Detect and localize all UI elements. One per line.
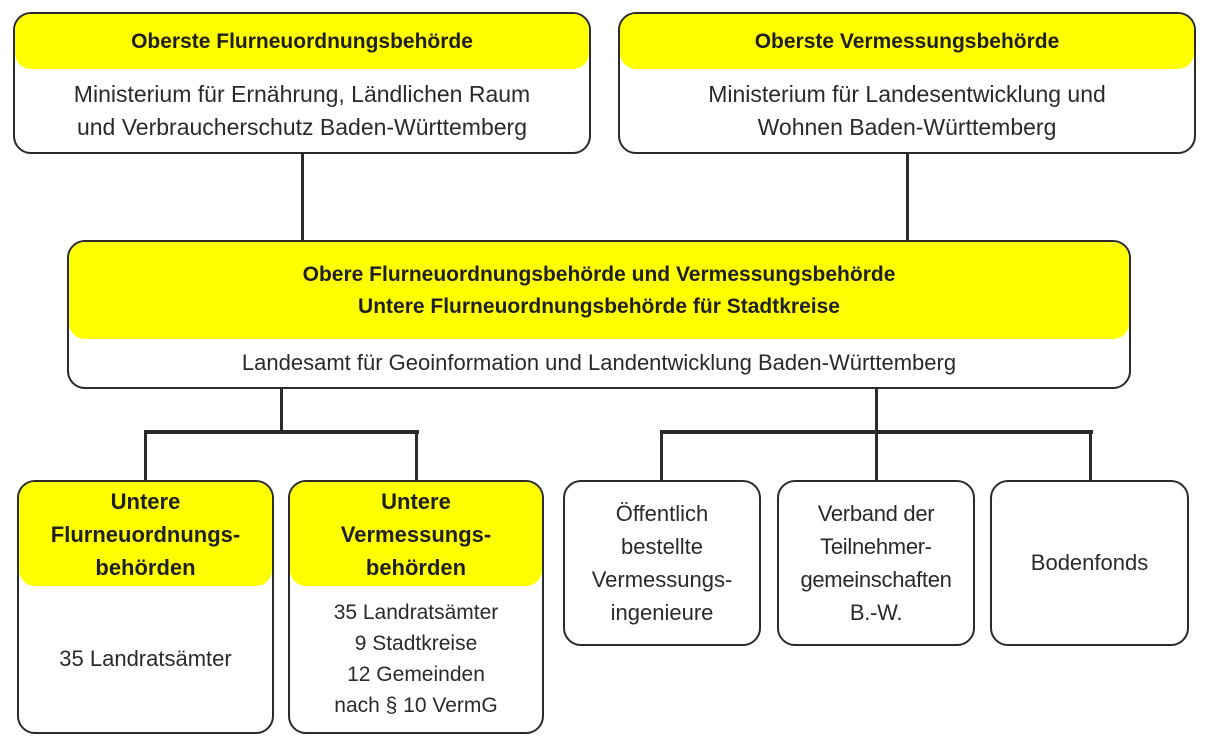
box-body: 35 Landratsämter — [59, 646, 232, 671]
box-label: Bodenfonds — [1030, 550, 1149, 575]
connector-top-right — [906, 153, 909, 241]
box-title: Oberste Flurneuordnungsbehörde — [15, 14, 589, 69]
box-title: Untere Flurneuordnungs- behörden — [19, 482, 272, 586]
connector-middle-left — [280, 388, 283, 433]
connector-to-verband — [875, 430, 878, 481]
connector-middle-right — [875, 388, 878, 433]
box-body: 35 Landratsämter 9 Stadtkreise 12 Gemein… — [333, 601, 499, 717]
box-body: Landesamt für Geoinformation und Landent… — [241, 350, 957, 375]
box-oeffentlich-bestellte-vermessungsingenieure: Öffentlich bestellte Vermessungs- ingeni… — [563, 480, 761, 646]
box-untere-vermessungsbehoerden: Untere Vermessungs- behörden 35 Landrats… — [288, 480, 544, 734]
box-oberste-flurneuordnungsbehoerde: Oberste Flurneuordnungsbehörde Ministeri… — [13, 12, 591, 154]
box-landesamt: Obere Flurneuordnungsbehörde und Vermess… — [67, 240, 1131, 389]
connector-to-obvi — [660, 430, 663, 481]
box-title: Oberste Vermessungsbehörde — [620, 14, 1194, 69]
box-body: Ministerium für Ernährung, Ländlichen Ra… — [73, 80, 531, 140]
box-verband-teilnehmergemeinschaften: Verband der Teilnehmer- gemeinschaften B… — [777, 480, 975, 646]
connector-to-bodenfonds — [1089, 430, 1092, 481]
connector-top-left — [301, 153, 304, 241]
box-oberste-vermessungsbehoerde: Oberste Vermessungsbehörde Ministerium f… — [618, 12, 1196, 154]
box-title: Obere Flurneuordnungsbehörde und Vermess… — [69, 242, 1129, 339]
connector-to-flurneuordnung — [144, 430, 147, 481]
box-bodenfonds: Bodenfonds — [990, 480, 1189, 646]
box-untere-flurneuordnungsbehoerden: Untere Flurneuordnungs- behörden 35 Land… — [17, 480, 274, 734]
box-title: Untere Vermessungs- behörden — [290, 482, 542, 586]
connector-to-vermessung — [415, 430, 418, 481]
box-label: Verband der Teilnehmer- gemeinschaften B… — [800, 501, 952, 625]
connector-bar-left — [144, 430, 419, 434]
box-label: Öffentlich bestellte Vermessungs- ingeni… — [591, 501, 733, 625]
box-body: Ministerium für Landesentwicklung und Wo… — [708, 80, 1106, 140]
